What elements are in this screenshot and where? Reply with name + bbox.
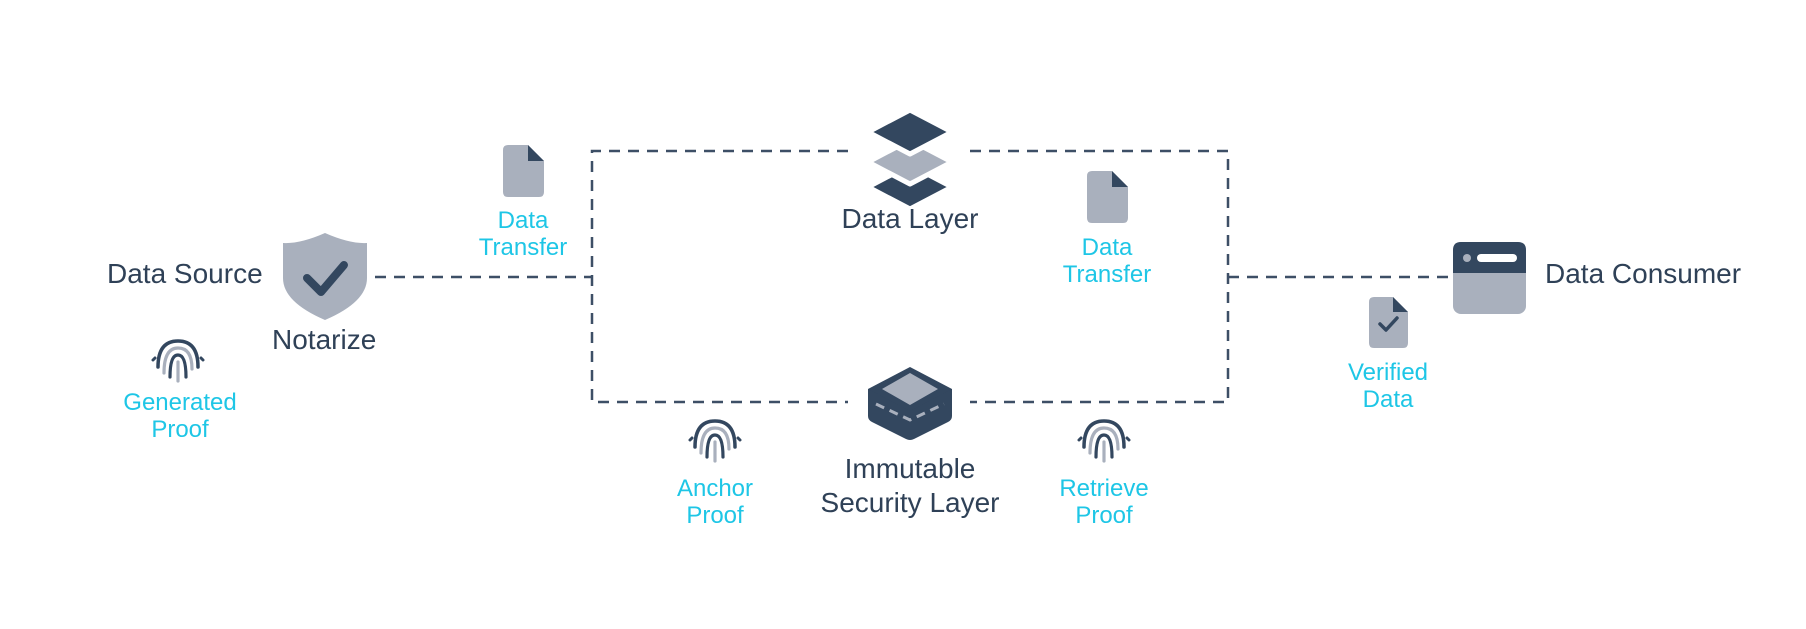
retrieve-proof-line1: Retrieve	[1059, 475, 1149, 502]
generated-proof-line1: Generated	[123, 389, 237, 416]
generated-proof-line2: Proof	[151, 416, 209, 443]
data-source-label: Data Source	[107, 258, 263, 289]
connectors	[375, 149, 1450, 404]
anchor-proof-line2: Proof	[686, 502, 744, 529]
data-transfer-right-line2: Transfer	[1062, 261, 1152, 288]
data-transfer-right-line1: Data	[1081, 234, 1133, 261]
browser-window-icon	[1453, 242, 1526, 314]
document-check-icon	[1369, 297, 1408, 348]
retrieve-proof-label: Retrieve Proof	[1044, 475, 1164, 529]
verified-data-line1: Verified	[1347, 359, 1429, 386]
data-consumer-label: Data Consumer	[1545, 258, 1742, 289]
generated-proof-label: Generated Proof	[110, 389, 250, 443]
notarize-label: Notarize	[272, 324, 377, 355]
security-layer-label-line2: Security Layer	[820, 487, 1000, 518]
retrieve-proof-line2: Proof	[1075, 502, 1133, 529]
secure-stack-icon	[868, 367, 952, 440]
document-icon-right	[1087, 171, 1128, 223]
anchor-proof-label: Anchor Proof	[655, 475, 775, 529]
shield-check-icon	[283, 233, 367, 320]
data-transfer-left-line2: Transfer	[478, 234, 568, 261]
fingerprint-icon-generated	[151, 339, 205, 383]
verified-data-label: Verified Data	[1328, 359, 1448, 413]
container-box-top-left	[590, 149, 848, 404]
anchor-proof-line1: Anchor	[676, 475, 754, 502]
container-box-top-right	[970, 149, 1230, 404]
fingerprint-icon-anchor	[688, 419, 742, 463]
document-icon-left	[503, 145, 544, 197]
security-layer-label: Immutable Security Layer	[800, 452, 1020, 520]
data-layer-label: Data Layer	[841, 203, 979, 234]
fingerprint-icon-retrieve	[1077, 419, 1131, 463]
data-transfer-right-label: Data Transfer	[1047, 234, 1167, 288]
security-layer-label-line1: Immutable	[844, 453, 976, 484]
data-transfer-left-label: Data Transfer	[463, 207, 583, 261]
data-transfer-left-line1: Data	[497, 207, 549, 234]
verified-data-line2: Data	[1362, 386, 1414, 413]
layers-icon	[865, 107, 955, 212]
